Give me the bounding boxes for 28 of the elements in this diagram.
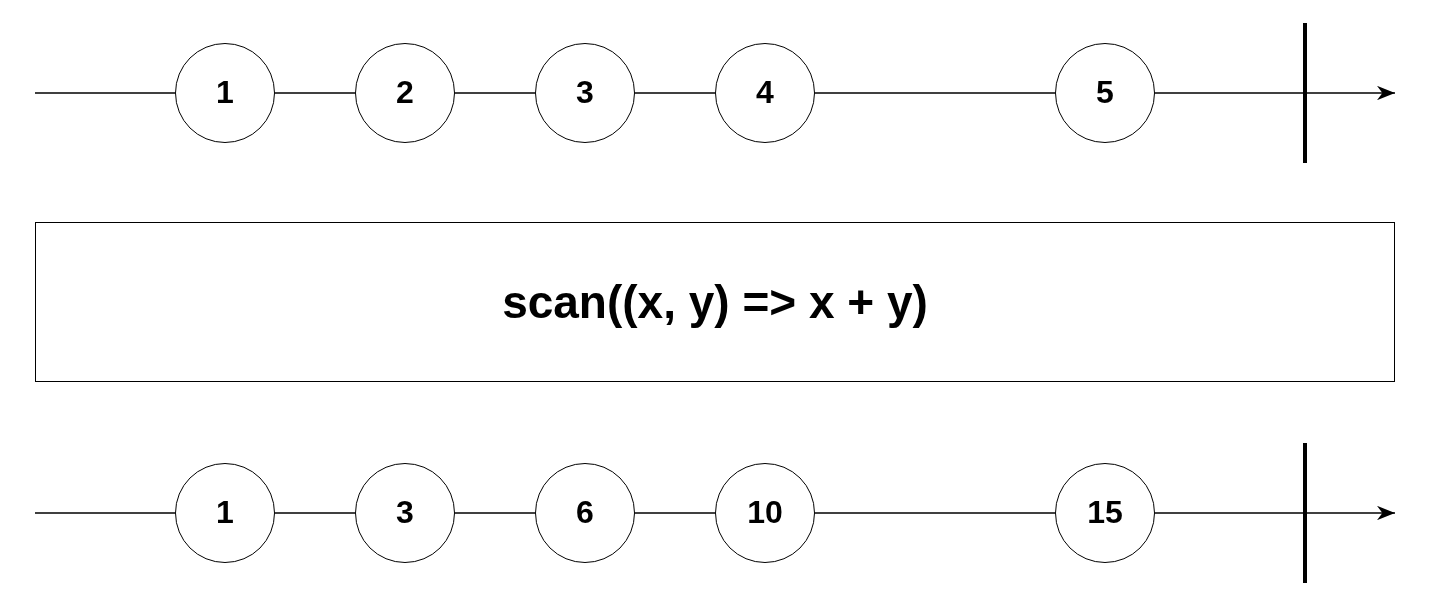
marble-value: 2 [396, 75, 414, 111]
timeline-line [814, 92, 1056, 94]
timeline-line [634, 92, 716, 94]
operator-expression: scan((x, y) => x + y) [502, 275, 928, 329]
marble-value: 3 [396, 495, 414, 531]
timeline-line [814, 512, 1056, 514]
operator-box [35, 222, 1395, 382]
timeline-arrow [1306, 505, 1396, 521]
marble-value: 5 [1096, 75, 1114, 111]
timeline-line [274, 92, 356, 94]
timeline-line [454, 92, 536, 94]
timeline-line [274, 512, 356, 514]
marble-value: 1 [216, 75, 234, 111]
timeline-line [1154, 92, 1304, 94]
marble-value: 10 [747, 495, 783, 531]
timeline-line [634, 512, 716, 514]
completion-bar [1303, 443, 1307, 583]
marble-value: 4 [756, 75, 774, 111]
marble-value: 3 [576, 75, 594, 111]
completion-bar [1303, 23, 1307, 163]
timeline-line [34, 512, 176, 514]
marble-value: 6 [576, 495, 594, 531]
marble-value: 1 [216, 495, 234, 531]
timeline-arrow [1306, 85, 1396, 101]
timeline-line [1154, 512, 1304, 514]
timeline-line [454, 512, 536, 514]
marble-value: 15 [1087, 495, 1123, 531]
timeline-line [34, 92, 176, 94]
